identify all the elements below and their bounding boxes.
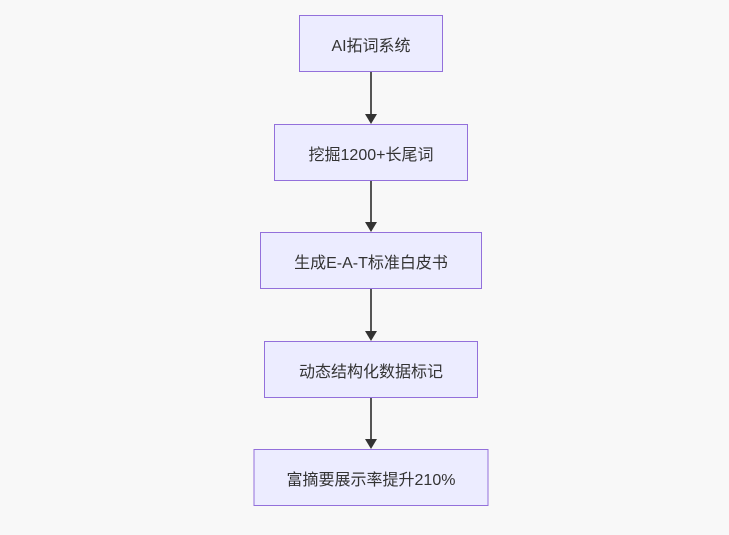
flow-node-label: 挖掘1200+长尾词 [308, 146, 434, 164]
flow-node-ai-word-expansion-system: AI拓词系统 [299, 15, 443, 72]
flow-arrow [364, 398, 378, 449]
flow-node-label: 动态结构化数据标记 [298, 363, 443, 381]
arrowhead-icon [365, 114, 377, 124]
flow-node-generate-eat-whitepaper: 生成E-A-T标准白皮书 [260, 232, 482, 289]
arrowhead-icon [365, 439, 377, 449]
arrow-line [370, 181, 372, 227]
arrow-line [370, 289, 372, 336]
arrow-line [370, 398, 372, 444]
flow-arrow [364, 289, 378, 341]
flow-node-label: AI拓词系统 [331, 37, 411, 55]
arrowhead-icon [365, 331, 377, 341]
flow-node-mine-longtail-keywords: 挖掘1200+长尾词 [274, 124, 468, 181]
flow-arrow [364, 72, 378, 124]
flow-node-rich-snippet-rate-increase: 富摘要展示率提升210% [253, 449, 489, 506]
flow-arrow [364, 181, 378, 232]
arrow-line [370, 72, 372, 119]
flow-node-label: 生成E-A-T标准白皮书 [294, 254, 448, 272]
flow-node-dynamic-structured-data-markup: 动态结构化数据标记 [264, 341, 478, 398]
flow-node-label: 富摘要展示率提升210% [286, 471, 456, 489]
arrowhead-icon [365, 222, 377, 232]
